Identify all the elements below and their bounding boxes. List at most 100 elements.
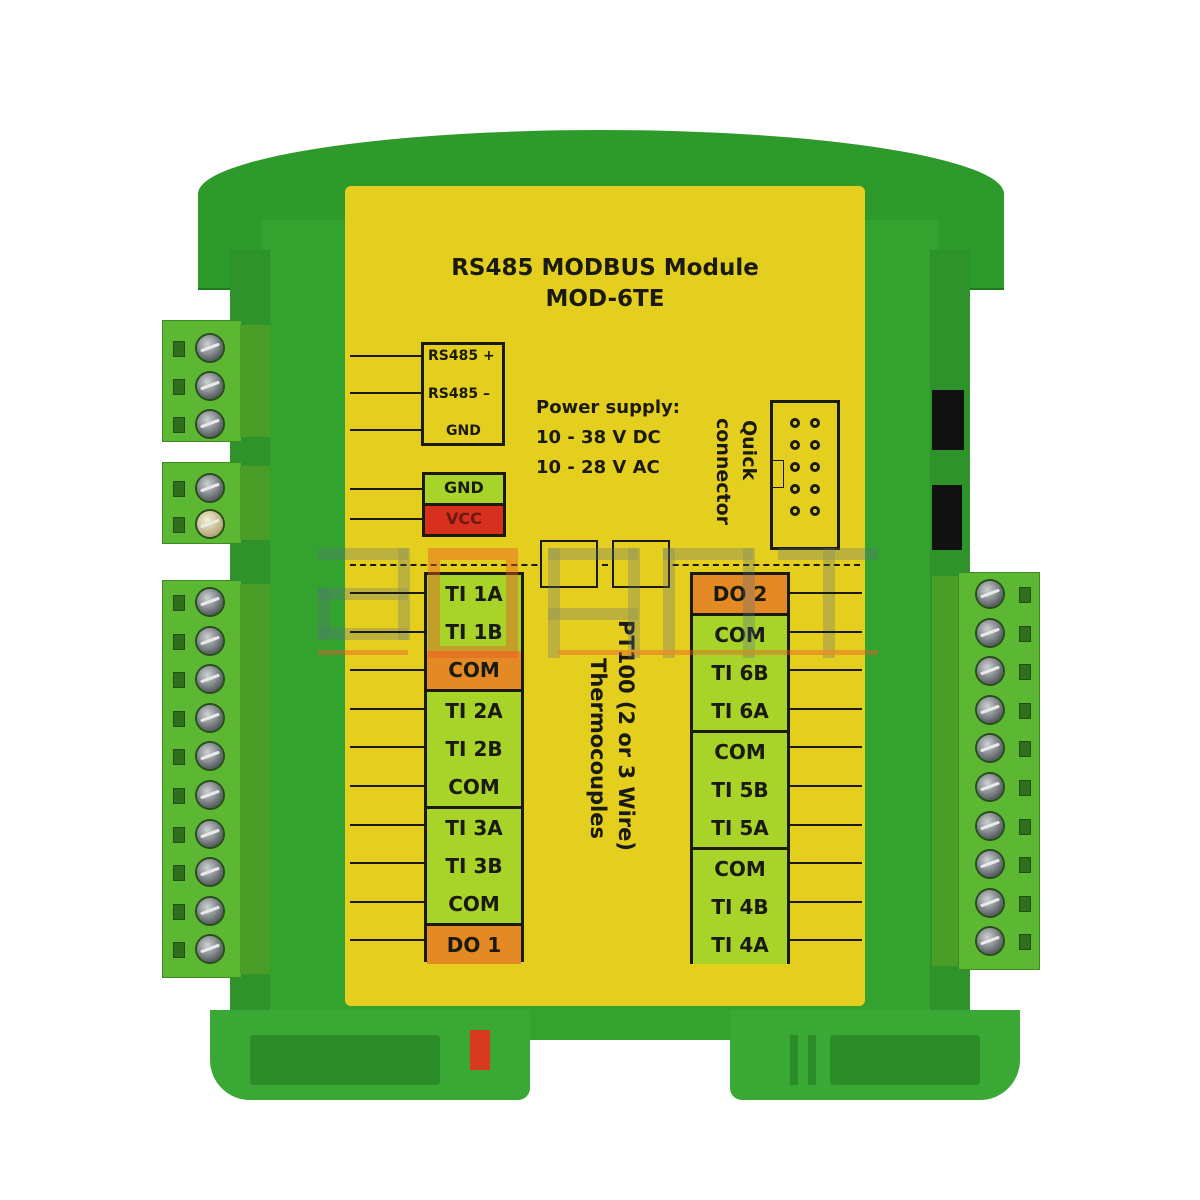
screw-icon[interactable] [197,511,223,537]
wire-line [350,669,424,672]
wire-line [350,785,424,787]
terminal-label: TI 6A [693,692,787,733]
screw-icon[interactable] [197,704,223,731]
wire-entry[interactable] [173,595,185,611]
wire-line [350,488,422,490]
terminal-label: TI 5A [693,809,787,850]
pin-label: VCC [446,509,482,528]
terminal-side [932,576,962,966]
terminal-label: COM [427,885,521,926]
wire-line [350,746,424,749]
wire-entry[interactable] [173,379,185,395]
wire-entry[interactable] [1019,587,1031,603]
wire-entry[interactable] [173,865,185,882]
wire-line [790,939,862,942]
screw-icon[interactable] [197,782,223,808]
pin-label: GND [444,478,484,497]
screw-icon[interactable] [977,658,1003,685]
screw-icon[interactable] [977,851,1003,878]
wire-entry[interactable] [173,517,185,533]
screw-icon[interactable] [977,928,1003,955]
terminal-label: DO 1 [427,926,521,964]
screw-icon[interactable] [977,619,1003,646]
screw-icon[interactable] [977,812,1003,839]
screw-icon[interactable] [197,335,223,361]
wire-entry[interactable] [1019,702,1031,719]
screw-icon[interactable] [977,774,1003,800]
wire-entry[interactable] [1019,780,1031,796]
power-heading: Power supply: [536,397,680,418]
pin-dot [810,418,820,428]
isolation-line [350,564,860,566]
screw-icon[interactable] [977,581,1003,607]
wire-line [790,592,862,594]
screw-icon[interactable] [197,859,223,886]
wire-entry[interactable] [1019,741,1031,758]
quick-connector-plug[interactable] [932,485,962,550]
wire-entry[interactable] [1019,857,1031,874]
screw-icon[interactable] [977,735,1003,762]
terminal-label: TI 4A [693,926,787,964]
terminal-side [240,466,270,540]
screw-icon[interactable] [197,373,223,399]
screw-icon[interactable] [197,666,223,693]
wire-line [790,707,862,710]
wire-line [350,862,424,865]
wire-entry[interactable] [173,942,185,959]
quick-connector-plug[interactable] [932,390,964,450]
wire-entry[interactable] [1019,625,1031,642]
wire-entry[interactable] [173,788,185,804]
wire-entry[interactable] [173,903,185,920]
screw-icon[interactable] [197,820,223,847]
terminal-label: COM [693,733,787,771]
wire-entry[interactable] [173,633,185,650]
wire-line [790,862,862,865]
terminal-label: TI 1A [427,575,521,613]
wire-entry[interactable] [173,417,185,433]
wire-line [790,630,862,633]
wire-entry[interactable] [173,710,185,727]
wire-line [790,900,862,903]
screw-icon[interactable] [977,889,1003,916]
wire-line [790,785,862,787]
wire-entry[interactable] [1019,818,1031,835]
pin-dot [790,506,800,516]
screw-icon[interactable] [977,696,1003,723]
pin-label: RS485 + [428,348,495,364]
terminal-label: TI 1B [427,613,521,651]
screw-icon[interactable] [197,411,223,437]
pin-label: GND [446,423,481,439]
wire-entry[interactable] [173,672,185,689]
terminal-block-right-io [958,572,1040,970]
wire-entry[interactable] [1019,934,1031,951]
wire-entry[interactable] [173,749,185,766]
wire-entry[interactable] [173,826,185,843]
wire-line [790,669,862,672]
product-title: RS485 MODBUS Module [451,255,759,281]
pin-dot [810,462,820,472]
pin-dot [790,440,800,450]
wire-entry[interactable] [173,481,185,497]
screw-icon[interactable] [197,475,223,501]
foot-recess [250,1035,440,1085]
wire-entry[interactable] [1019,664,1031,681]
terminal-label: DO 2 [693,575,787,616]
terminal-label: TI 2A [427,692,521,730]
screw-icon[interactable] [197,936,223,963]
pin-dot [810,506,820,516]
screw-icon[interactable] [197,627,223,654]
screw-icon[interactable] [197,743,223,770]
wire-line [350,429,422,431]
terminal-label: COM [427,651,521,692]
pin-dot [790,462,800,472]
din-release-latch[interactable] [470,1030,490,1070]
terminal-block-power [162,462,242,544]
product-model: MOD-6TE [545,286,665,312]
wire-entry[interactable] [1019,895,1031,912]
terminal-side [240,325,270,437]
screw-icon[interactable] [197,897,223,924]
screw-icon[interactable] [197,589,223,615]
wire-entry[interactable] [173,341,185,357]
din-foot-left [210,1010,530,1100]
